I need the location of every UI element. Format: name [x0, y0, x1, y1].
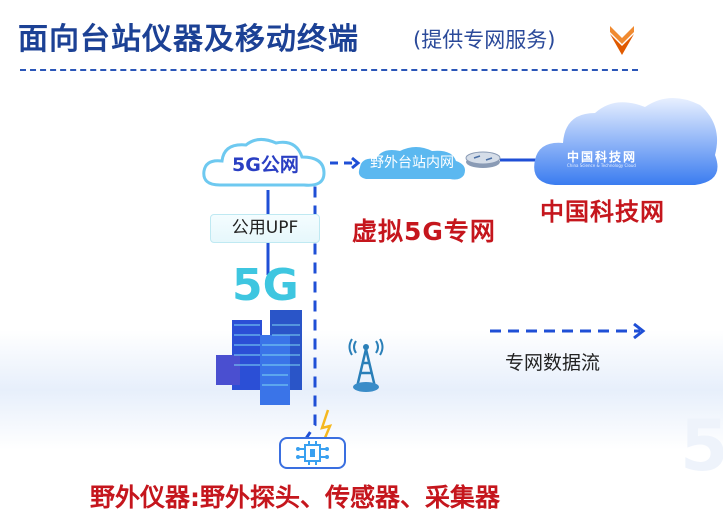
cstnet-cloud: [534, 97, 718, 185]
divider: [20, 69, 638, 71]
field-instruments-label: 野外仪器:野外探头、传感器、采集器: [90, 483, 500, 512]
cstnet-logo-subtext: China Science & Technology Cloud: [567, 163, 636, 168]
station-intranet-cloud: [358, 147, 465, 180]
background-mark: 5: [680, 405, 723, 487]
signal-bolt-icon: [320, 409, 333, 446]
page-subtitle: (提供专网服务): [413, 28, 556, 52]
cstnet-label: 中国科技网: [540, 198, 665, 226]
legend-label: 专网数据流: [505, 352, 601, 374]
public-upf-box: 公用UPF: [210, 214, 320, 243]
public-5g-label: 5G公网: [232, 154, 299, 176]
cell-tower-icon: [348, 338, 384, 392]
virtual-5g-network-label: 虚拟5G专网: [352, 217, 496, 246]
page-title: 面向台站仪器及移动终端: [18, 22, 359, 57]
field-device-box: [279, 437, 346, 469]
station-intranet-label: 野外台站内网: [370, 155, 454, 171]
public-5g-cloud: [202, 138, 326, 187]
sensor-chip-icon: [296, 441, 329, 465]
cstnet-logo-text: 中国科技网: [567, 150, 638, 164]
chevron-down-icon: [610, 26, 634, 55]
5g-buildings-illustration: 5G: [216, 260, 302, 405]
buildings-5g-text: 5G: [232, 260, 299, 311]
router-icon: [465, 151, 501, 168]
